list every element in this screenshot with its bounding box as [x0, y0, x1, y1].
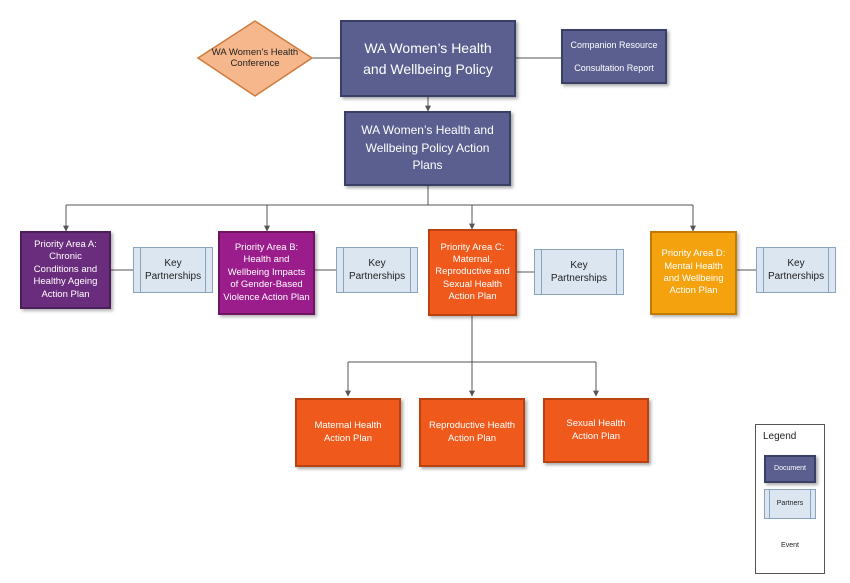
companion-resources-box: Companion Resource Consultation Report: [561, 29, 667, 84]
action-plans-title: WA Women’s Health and Wellbeing Policy A…: [361, 123, 494, 173]
policy-action-plans-box: WA Women’s Health and Wellbeing Policy A…: [344, 111, 511, 186]
sexual-health-label: Sexual Health Action Plan: [566, 418, 626, 442]
priority-area-a-label: Priority Area A: Chronic Conditions and …: [33, 239, 98, 300]
legend-partners-label: Partners: [776, 500, 804, 508]
priority-area-b-box: Priority Area B: Health and Wellbeing Im…: [218, 231, 315, 315]
priority-area-b-label: Priority Area B: Health and Wellbeing Im…: [223, 242, 310, 303]
maternal-health-label: Maternal Health Action Plan: [314, 420, 382, 444]
priority-area-d-label: Priority Area D: Mental Health and Wellb…: [661, 248, 726, 297]
reproductive-health-plan-box: Reproductive Health Action Plan: [419, 398, 525, 467]
priority-a-key-partnerships: Key Partnerships: [133, 247, 213, 293]
priority-area-c-box: Priority Area C: Maternal, Reproductive …: [428, 229, 517, 316]
key-partnerships-d-label: Key Partnerships: [767, 258, 825, 282]
priority-d-key-partnerships: Key Partnerships: [756, 247, 836, 293]
companion-resource-label: Companion Resource: [570, 39, 658, 50]
conference-label: WA Women’s Health Conference: [211, 46, 299, 69]
priority-area-d-box: Priority Area D: Mental Health and Wellb…: [650, 231, 737, 315]
key-partnerships-b-label: Key Partnerships: [348, 258, 406, 282]
wa-womens-health-policy-box: WA Women’s Health and Wellbeing Policy: [340, 20, 516, 97]
priority-area-c-label: Priority Area C: Maternal, Reproductive …: [435, 241, 510, 303]
priority-c-key-partnerships: Key Partnerships: [534, 249, 624, 295]
sexual-health-plan-box: Sexual Health Action Plan: [543, 398, 649, 463]
legend-event-label: Event: [781, 541, 799, 549]
priority-area-a-box: Priority Area A: Chronic Conditions and …: [20, 231, 111, 309]
legend-document-swatch: Document: [764, 455, 816, 483]
policy-title: WA Women’s Health and Wellbeing Policy: [363, 40, 493, 77]
legend-partners-swatch: Partners: [764, 489, 816, 519]
maternal-health-plan-box: Maternal Health Action Plan: [295, 398, 401, 467]
legend-document-label: Document: [774, 464, 806, 472]
consultation-report-label: Consultation Report: [574, 62, 654, 73]
priority-b-key-partnerships: Key Partnerships: [336, 247, 418, 293]
legend-title: Legend: [763, 431, 797, 442]
conference-diamond: [196, 20, 314, 97]
key-partnerships-a-label: Key Partnerships: [144, 258, 202, 282]
reproductive-health-label: Reproductive Health Action Plan: [428, 420, 516, 444]
key-partnerships-c-label: Key Partnerships: [550, 260, 608, 284]
